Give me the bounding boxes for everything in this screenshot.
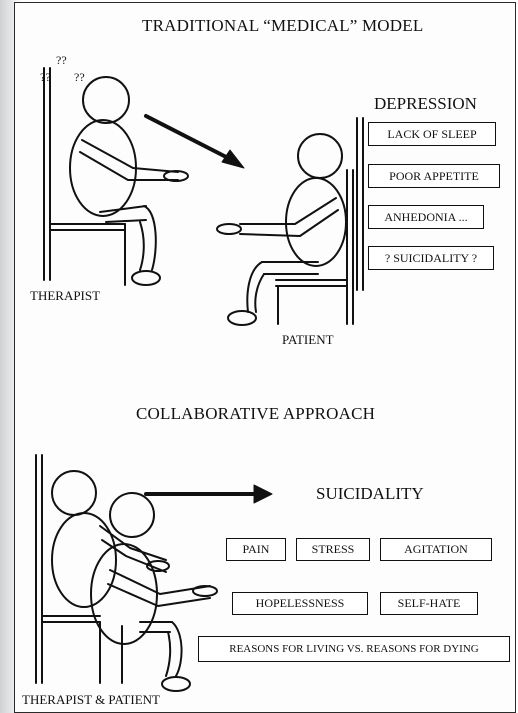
collaborative-figures: [36, 455, 217, 691]
factor-box-reasons: REASONS FOR LIVING VS. REASONS FOR DYING: [198, 636, 510, 662]
top-title: TRADITIONAL “MEDICAL” MODEL: [142, 16, 423, 36]
focus-heading: SUICIDALITY: [316, 484, 424, 504]
therapist-figure: [44, 68, 188, 285]
symptom-bracket: [357, 118, 363, 290]
participants-label: THERAPIST & PATIENT: [22, 692, 160, 708]
bottom-arrow: [146, 485, 272, 503]
symptom-box-suicidality: ? SUICIDALITY ?: [368, 246, 494, 270]
factor-box-self-hate: SELF-HATE: [380, 592, 478, 615]
factor-box-stress: STRESS: [296, 538, 370, 561]
question-mark-3: ??: [74, 70, 85, 85]
patient-label: PATIENT: [282, 332, 334, 348]
symptom-box-sleep: LACK OF SLEEP: [368, 122, 496, 146]
top-arrow: [146, 116, 244, 168]
diagnosis-heading: DEPRESSION: [374, 94, 477, 114]
question-mark-2: ??: [40, 70, 51, 85]
factor-box-pain: PAIN: [226, 538, 286, 561]
symptom-box-appetite: POOR APPETITE: [368, 164, 500, 188]
question-mark-1: ??: [56, 53, 67, 68]
therapist-label: THERAPIST: [30, 288, 100, 304]
bottom-title: COLLABORATIVE APPROACH: [136, 404, 375, 424]
factor-box-agitation: AGITATION: [380, 538, 492, 561]
symptom-box-anhedonia: ANHEDONIA ...: [368, 205, 484, 229]
factor-box-hopelessness: HOPELESSNESS: [232, 592, 368, 615]
